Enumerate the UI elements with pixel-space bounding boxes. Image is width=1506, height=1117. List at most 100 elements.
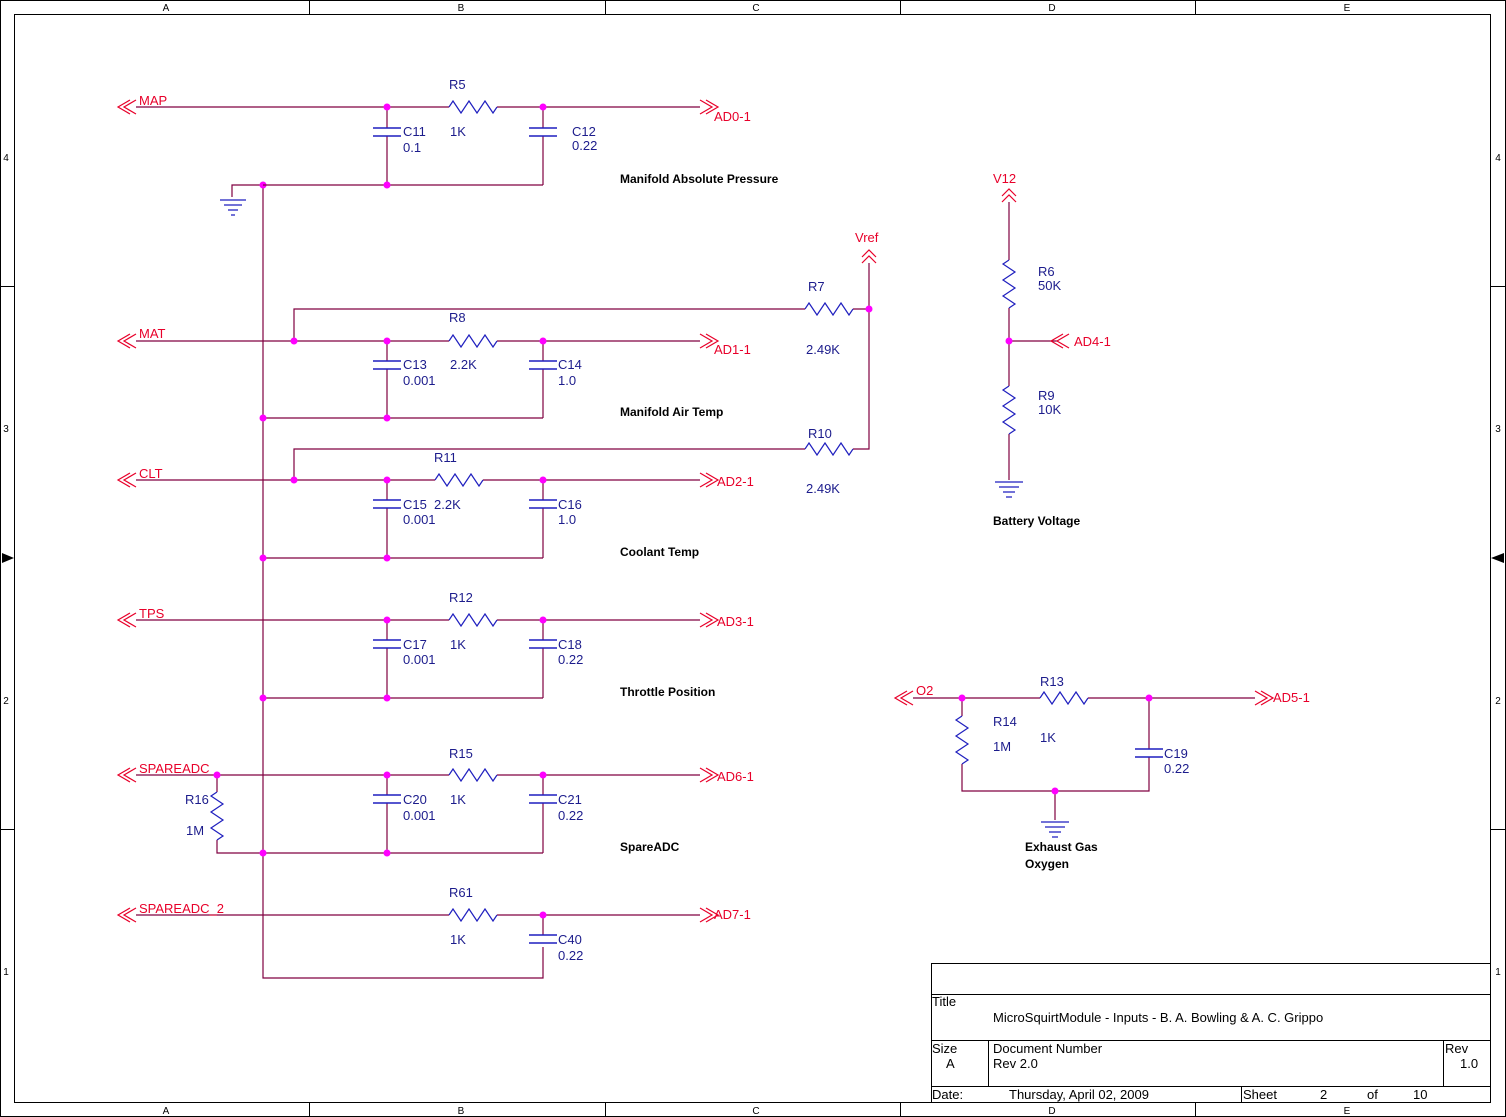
r7-value: 2.49K xyxy=(806,342,840,357)
drawing-title: MicroSquirtModule - Inputs - B. A. Bowli… xyxy=(993,1010,1323,1025)
c16-ref: C16 xyxy=(558,497,582,512)
r15-value: 1K xyxy=(450,792,466,807)
c13-ref: C13 xyxy=(403,357,427,372)
zone-row-right: 3 xyxy=(1495,424,1501,435)
capacitor-symbol xyxy=(529,360,557,370)
input-port-arrow xyxy=(116,907,137,923)
c14-value: 1.0 xyxy=(558,373,576,388)
zone-row-right: 2 xyxy=(1495,696,1501,707)
r12-ref: R12 xyxy=(449,590,473,605)
c12-value: 0.22 xyxy=(572,138,597,153)
net-label-ad1: AD1-1 xyxy=(714,342,751,357)
output-port-arrow xyxy=(699,472,720,488)
output-port-arrow xyxy=(699,907,720,923)
vref-feed: Vref R7 2.49K R10 2.49K xyxy=(293,230,879,496)
net-label-mat: MAT xyxy=(139,326,166,341)
r5-value: 1K xyxy=(450,124,466,139)
zone-col-bottom: A xyxy=(163,1106,170,1117)
spareadc-channel: SPAREADC AD6-1 R15 1K R16 1M C20 0.001 C… xyxy=(116,746,754,857)
input-port-arrow xyxy=(116,612,137,628)
battery-voltage-circuit: V12 AD4-1 R6 50K R9 10K Battery Voltage xyxy=(993,171,1111,528)
resistor-symbol xyxy=(804,301,854,317)
tps-channel: TPS AD3-1 R12 1K C17 0.001 C18 0.22 Thro… xyxy=(116,590,754,702)
net-label-ad3: AD3-1 xyxy=(717,614,754,629)
c20-value: 0.001 xyxy=(403,808,436,823)
ego-circuit: O2 AD5-1 R13 1K R14 1M C19 0.22 Exhaust … xyxy=(893,674,1310,871)
date-label: Date: xyxy=(932,1087,963,1102)
resistor-symbol xyxy=(448,767,498,783)
net-label-spareadc2: SPAREADC_2 xyxy=(139,901,224,916)
section-title-spare: SpareADC xyxy=(620,840,680,854)
title-block: Title MicroSquirtModule - Inputs - B. A.… xyxy=(931,963,1491,1103)
r10-ref: R10 xyxy=(808,426,832,441)
clt-channel: CLT AD2-1 R11 2.2K C15 0.001 C16 1.0 Coo… xyxy=(116,450,754,562)
net-label-ad7: AD7-1 xyxy=(714,907,751,922)
net-label-tps: TPS xyxy=(139,606,165,621)
capacitor-symbol xyxy=(373,499,401,509)
resistor-symbol xyxy=(448,612,498,628)
capacitor-symbol xyxy=(529,934,557,944)
title-label: Title xyxy=(932,994,956,1009)
net-label-spareadc: SPAREADC xyxy=(139,761,210,776)
r8-value: 2.2K xyxy=(450,357,477,372)
net-label-map: MAP xyxy=(139,93,167,108)
r11-value: 2.2K xyxy=(434,497,461,512)
r11-ref: R11 xyxy=(434,450,457,465)
size-value: A xyxy=(946,1056,955,1071)
ground-symbol xyxy=(995,481,1023,498)
zone-col-bottom: B xyxy=(458,1106,465,1117)
zone-col-top: E xyxy=(1344,3,1351,14)
capacitor-symbol xyxy=(529,127,557,137)
resistor-symbol xyxy=(448,333,498,349)
net-label-ad0: AD0-1 xyxy=(714,109,751,124)
section-title-battery: Battery Voltage xyxy=(993,514,1080,528)
c19-value: 0.22 xyxy=(1164,761,1189,776)
zone-row-left: 2 xyxy=(3,696,9,707)
sheet-number: 2 xyxy=(1320,1087,1327,1102)
section-title-map: Manifold Absolute Pressure xyxy=(620,172,779,186)
resistor-symbol xyxy=(448,99,498,115)
capacitor-symbol xyxy=(529,499,557,509)
c19-ref: C19 xyxy=(1164,746,1188,761)
zone-col-bottom: C xyxy=(752,1106,759,1117)
ground-bus xyxy=(220,181,544,979)
r16-ref: R16 xyxy=(185,792,209,807)
r8-ref: R8 xyxy=(449,310,466,325)
mat-channel: MAT AD1-1 R8 2.2K C13 0.001 C14 1.0 Mani… xyxy=(116,310,751,422)
c13-value: 0.001 xyxy=(403,373,436,388)
vref-port-arrow xyxy=(861,249,877,264)
section-title-tps: Throttle Position xyxy=(620,685,715,699)
resistor-symbol xyxy=(1039,690,1089,706)
capacitor-symbol xyxy=(1135,748,1163,758)
of-label: of xyxy=(1367,1087,1378,1102)
r16-value: 1M xyxy=(186,823,204,838)
c16-value: 1.0 xyxy=(558,512,576,527)
c40-value: 0.22 xyxy=(558,948,583,963)
r10-value: 2.49K xyxy=(806,481,840,496)
spareadc2-channel: SPAREADC_2 AD7-1 R61 1K C40 0.22 xyxy=(116,885,751,963)
resistor-symbol xyxy=(954,715,970,765)
r13-value: 1K xyxy=(1040,730,1056,745)
capacitor-symbol xyxy=(373,360,401,370)
zone-col-bottom: D xyxy=(1048,1106,1055,1117)
c17-ref: C17 xyxy=(403,637,427,652)
section-title-mat: Manifold Air Temp xyxy=(620,405,723,419)
zone-col-top: C xyxy=(752,3,759,14)
capacitor-symbol xyxy=(373,639,401,649)
section-title-ego: Exhaust Gas xyxy=(1025,840,1098,854)
output-port-arrow xyxy=(699,767,720,783)
zone-row-left: 4 xyxy=(3,153,9,164)
zone-col-top: B xyxy=(458,3,465,14)
output-port-arrow xyxy=(699,99,720,115)
c18-value: 0.22 xyxy=(558,652,583,667)
rev-value: 1.0 xyxy=(1460,1056,1478,1071)
resistor-symbol xyxy=(804,441,854,457)
c21-ref: C21 xyxy=(558,792,582,807)
r12-value: 1K xyxy=(450,637,466,652)
net-label-ad4: AD4-1 xyxy=(1074,334,1111,349)
net-label-ad6: AD6-1 xyxy=(717,769,754,784)
net-label-o2: O2 xyxy=(916,683,933,698)
v12-port-arrow xyxy=(1001,188,1017,203)
input-port-arrow xyxy=(116,767,137,783)
